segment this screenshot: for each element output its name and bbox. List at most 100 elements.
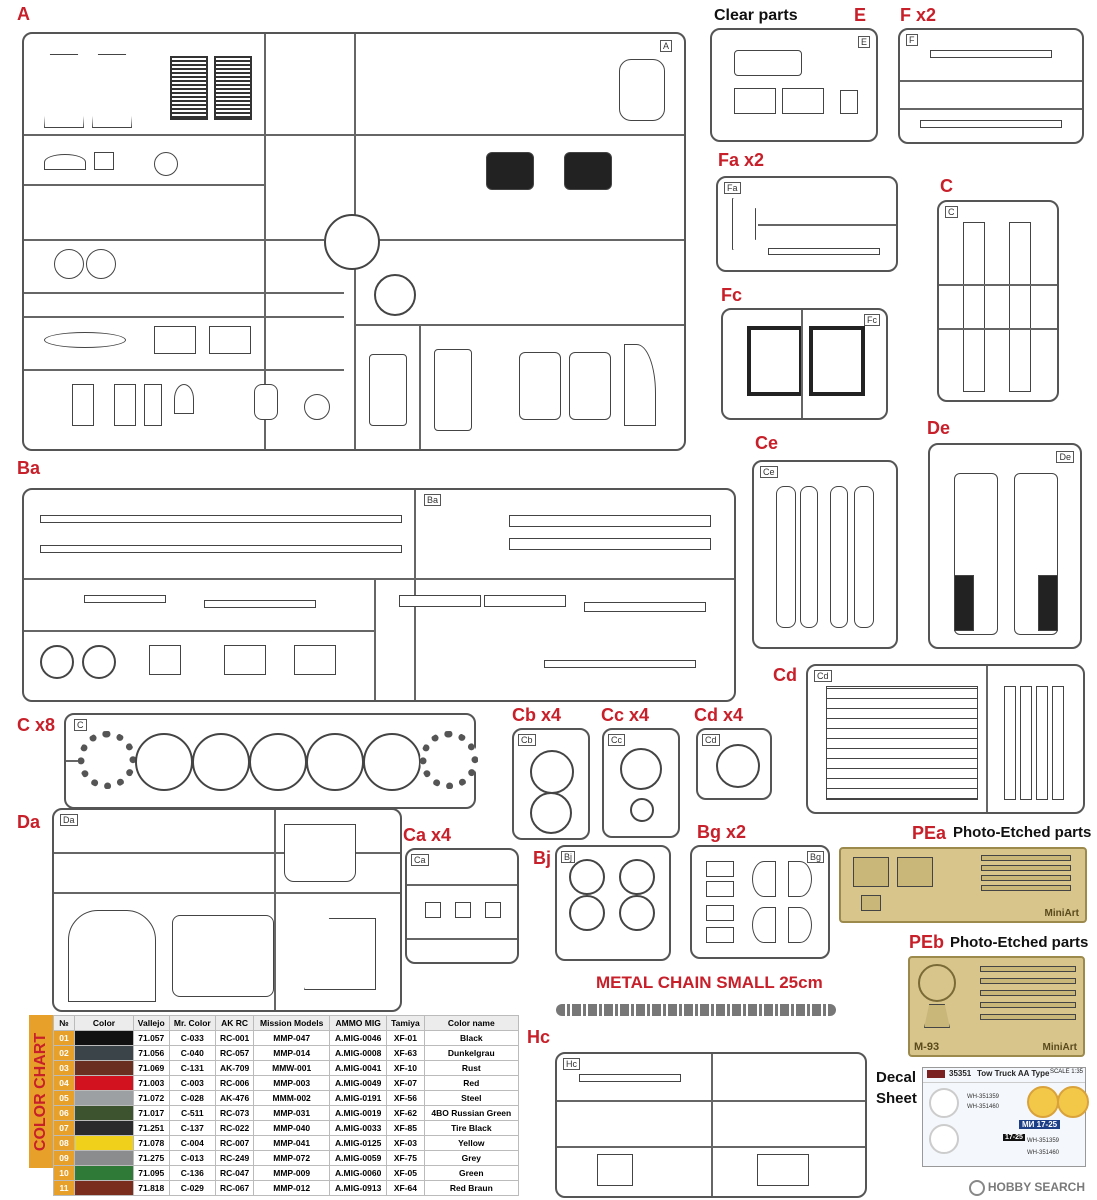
color-ammo: A.MIG-0049 (329, 1075, 388, 1091)
radiator-vent (170, 56, 208, 120)
color-ammo: A.MIG-0060 (329, 1165, 388, 1181)
color-tamiya: XF-05 (386, 1165, 425, 1181)
color-mr: C-003 (168, 1075, 217, 1091)
color-swatch (74, 1150, 134, 1166)
color-swatch (74, 1120, 134, 1136)
color-ak: RC-073 (215, 1105, 255, 1121)
sprue-cd4: Cd (696, 728, 772, 800)
decal-sheet: 35351 Tow Truck AA Type SCALE 1:35 WH-35… (922, 1067, 1089, 1167)
hub-cap (630, 798, 654, 822)
color-number: 01 (53, 1030, 75, 1046)
color-chart-side-label: COLOR CHART (32, 1032, 49, 1152)
sprue-a-label: A (17, 4, 30, 24)
color-swatch (74, 1135, 134, 1151)
decal-plate-6: WH-351460 (1027, 1150, 1060, 1156)
hub-cap (530, 750, 574, 794)
color-name: Tire Black (423, 1120, 520, 1136)
decal-kit-name: Tow Truck AA Type (977, 1069, 1050, 1078)
sprue-bg: Bg (690, 845, 830, 959)
sprue-da: Da (52, 808, 402, 1012)
photo-etched-b: M-93 MiniArt (908, 956, 1085, 1057)
decal-plate-4: 17-25 (1003, 1134, 1025, 1141)
wheel-rim (192, 733, 250, 791)
sprue-bg-label: Bg x2 (697, 822, 747, 842)
sprue-bg-tag: Bg (806, 851, 824, 863)
pea-label: PEa (912, 823, 947, 843)
col-ammo-mig: AMMO MIG (329, 1015, 388, 1031)
color-ammo: A.MIG-0191 (329, 1090, 388, 1106)
deck-floor (826, 686, 978, 800)
color-ak: RC-067 (215, 1180, 255, 1196)
color-vallejo: 71.818 (133, 1180, 170, 1196)
color-ammo: A.MIG-0008 (329, 1045, 388, 1061)
color-vallejo: 71.056 (133, 1045, 170, 1061)
sprue-f: F (898, 28, 1084, 144)
col-color-name: Color name (423, 1015, 520, 1031)
sprue-cd-tag: Cd (814, 670, 832, 682)
decal-plate-3: MИ 17-25 (1019, 1120, 1061, 1129)
sprue-da-label: Da (17, 812, 41, 832)
color-tamiya: XF-64 (386, 1180, 425, 1196)
color-ak: RC-022 (215, 1120, 255, 1136)
sprue-cd: Cd (806, 664, 1085, 814)
sprue-cd-label: Cd (773, 665, 797, 685)
sprue-ca-label: Ca x4 (403, 825, 452, 845)
decal-scale: SCALE 1:35 (1049, 1069, 1083, 1075)
color-number: 07 (53, 1120, 75, 1136)
color-number: 06 (53, 1105, 75, 1121)
color-number: 10 (53, 1165, 75, 1181)
color-mm: MMP-072 (253, 1150, 331, 1166)
color-swatch (74, 1090, 134, 1106)
color-mm: MMP-031 (253, 1105, 331, 1121)
sprue-ba: Ba (22, 488, 736, 702)
sprue-cb-label: Cb x4 (512, 705, 562, 725)
sprue-ca: Ca (405, 848, 519, 964)
col-mr-color: Mr. Color (168, 1015, 217, 1031)
color-mm: MMP-003 (253, 1075, 331, 1091)
color-ak: RC-047 (215, 1165, 255, 1181)
color-mr: C-033 (168, 1030, 217, 1046)
color-tamiya: XF-10 (386, 1060, 425, 1076)
color-mr: C-136 (168, 1165, 217, 1181)
color-ammo: A.MIG-0125 (329, 1135, 388, 1151)
col-vallejo: Vallejo (133, 1015, 170, 1031)
tyre (78, 731, 136, 789)
sprue-de-tag: De (1056, 451, 1074, 463)
watermark-icon (968, 1180, 985, 1196)
pea-title: Photo-Etched parts (953, 824, 1092, 841)
hub-cap (716, 744, 760, 788)
color-number: 02 (53, 1045, 75, 1061)
peb-brand: MiniArt (1042, 1042, 1077, 1053)
sprue-hc-tag: Hc (563, 1058, 580, 1070)
color-mm: MMP-009 (253, 1165, 331, 1181)
wheel-rim (135, 733, 193, 791)
wheel-rim (306, 733, 364, 791)
decal-plate-5: WH-351359 (1027, 1138, 1060, 1144)
color-ak: RC-057 (215, 1045, 255, 1061)
sprue-c8-tag: C (74, 719, 87, 731)
sprue-cc: Cc (602, 728, 680, 838)
peb-title: Photo-Etched parts (950, 934, 1089, 951)
color-name: Red (423, 1075, 520, 1091)
sprue-e-label: E (854, 5, 867, 25)
color-mm: MMP-047 (253, 1030, 331, 1046)
color-mm: MMW-001 (253, 1060, 331, 1076)
color-chart-table: № Color Vallejo Mr. Color AK RC Mission … (53, 1015, 520, 1196)
color-vallejo: 71.003 (133, 1075, 170, 1091)
color-vallejo: 71.057 (133, 1030, 170, 1046)
color-mr: C-131 (168, 1060, 217, 1076)
sprue-c-label: C (940, 176, 953, 196)
decal-kit-no: 35351 (949, 1069, 972, 1078)
decal-plate-2: WH-351460 (967, 1104, 1000, 1110)
photo-etched-a: MiniArt (839, 847, 1087, 923)
sprue-a-hub (324, 214, 380, 270)
color-number: 03 (53, 1060, 75, 1076)
peb-label: PEb (909, 932, 945, 952)
